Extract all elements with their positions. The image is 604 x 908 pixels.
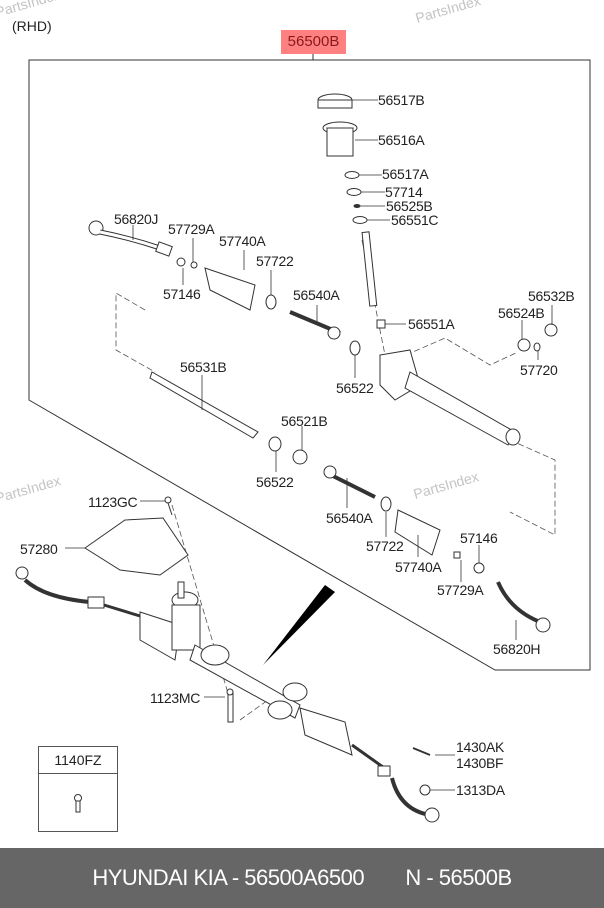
callout-1123GC[interactable]: 1123GC (88, 494, 138, 510)
assembly-part-tag[interactable]: 56500B (281, 30, 346, 54)
top-stack-parts (317, 93, 386, 329)
callout-56517B[interactable]: 56517B (378, 92, 425, 108)
assembly-frame (28, 54, 591, 671)
callout-56540A[interactable]: 56540A (326, 510, 373, 526)
callout-56525B[interactable]: 56525B (386, 198, 433, 214)
callout-56522[interactable]: 56522 (256, 474, 294, 490)
callout-1123MC[interactable]: 1123MC (150, 690, 201, 706)
callout-56532B[interactable]: 56532B (528, 288, 575, 304)
callout-56521B[interactable]: 56521B (281, 413, 328, 429)
callout-57722[interactable]: 57722 (366, 538, 404, 554)
bracket (84, 496, 189, 576)
callout-1430AK[interactable]: 1430AK (456, 739, 505, 755)
callout-1430BF[interactable]: 1430BF (456, 755, 504, 771)
legend-part-number[interactable]: 1140FZ (39, 747, 117, 774)
leader-lines (65, 99, 553, 791)
diagram-drawing (15, 54, 591, 823)
rack-and-middle-parts (149, 371, 551, 633)
rack-housing (379, 323, 558, 446)
callout-57280[interactable]: 57280 (20, 541, 58, 557)
callout-56531B[interactable]: 56531B (180, 359, 227, 375)
callout-57714[interactable]: 57714 (385, 184, 423, 200)
footer-bar: HYUNDAI KIA - 56500A6500 N - 56500B (0, 848, 604, 908)
callout-56517A[interactable]: 56517A (382, 166, 429, 182)
callout-1313DA[interactable]: 1313DA (456, 782, 505, 798)
callout-56516A[interactable]: 56516A (378, 132, 425, 148)
callout-56540A[interactable]: 56540A (293, 287, 340, 303)
callout-57722[interactable]: 57722 (256, 253, 294, 269)
steering-gear-assembly (15, 566, 440, 823)
footer-brand-part: HYUNDAI KIA - 56500A6500 (92, 865, 365, 890)
callout-57740A[interactable]: 57740A (395, 559, 442, 575)
direction-arrow (263, 585, 335, 665)
callout-57146[interactable]: 57146 (460, 530, 498, 546)
callout-56551A[interactable]: 56551A (408, 316, 455, 332)
callout-56551C[interactable]: 56551C (391, 212, 439, 228)
footer-ref: N - 56500B (405, 865, 512, 890)
callout-57729A[interactable]: 57729A (437, 582, 484, 598)
parts-diagram: PartsIndex PartsIndex PartsIndex PartsIn… (0, 0, 591, 832)
variant-label: (RHD) (12, 18, 52, 34)
callout-56524B[interactable]: 56524B (498, 305, 545, 321)
callout-57740A[interactable]: 57740A (219, 233, 266, 249)
legend-box: 1140FZ (38, 746, 118, 832)
callout-56820J[interactable]: 56820J (114, 211, 159, 227)
callout-57146[interactable]: 57146 (163, 286, 201, 302)
bolt-icon (74, 794, 82, 813)
tie-rod-end-left-top (88, 220, 361, 356)
callout-57720[interactable]: 57720 (520, 362, 558, 378)
callout-57729A[interactable]: 57729A (168, 221, 215, 237)
callout-56522[interactable]: 56522 (336, 380, 374, 396)
callout-56820H[interactable]: 56820H (493, 641, 541, 657)
